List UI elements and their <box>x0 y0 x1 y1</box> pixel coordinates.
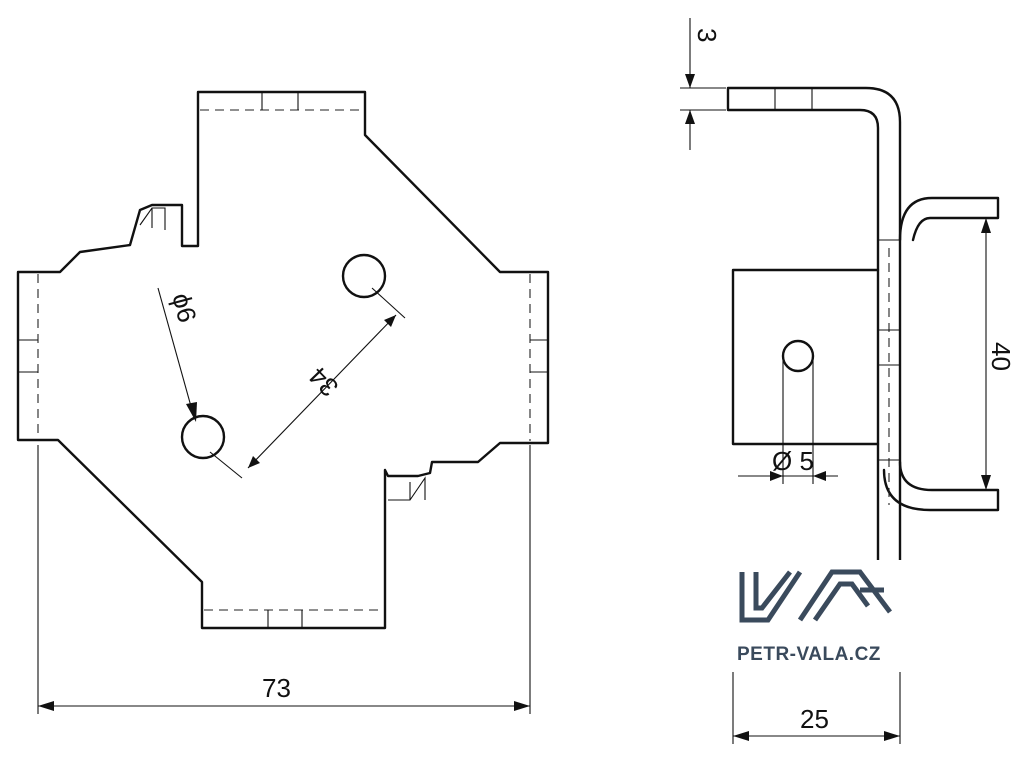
hole-diameter-leader <box>157 287 193 411</box>
side-hole-arrow-left <box>770 471 783 481</box>
overall-width-label: 73 <box>262 673 291 703</box>
side-width-label: 25 <box>800 704 829 734</box>
hole-diameter-label: ϕ6 <box>166 290 202 326</box>
width-arrow-right <box>514 701 530 711</box>
logo-website: PETR-VALA.CZ <box>737 644 881 665</box>
thickness-arrow-bottom <box>685 110 695 124</box>
hole-spacing-ext-2 <box>209 451 243 479</box>
hole-spacing-label: 34 <box>303 361 345 403</box>
right-flange-upper <box>898 196 1000 242</box>
side-width-arrow-left <box>733 731 749 741</box>
side-hole <box>781 339 815 373</box>
thickness-arrow-top <box>685 74 695 88</box>
flat-pattern-outline <box>16 90 550 630</box>
height-label: 40 <box>986 342 1016 371</box>
side-hole-arrow-right <box>813 471 826 481</box>
logo: PETR-VALA.CZ <box>728 560 918 668</box>
side-width-arrow-right <box>884 731 900 741</box>
height-arrow-bottom <box>981 475 991 490</box>
upper-arm <box>726 86 902 562</box>
side-hole-diameter-label: Ø 5 <box>772 446 814 476</box>
hole-lower-left <box>180 414 226 460</box>
width-arrow-left <box>38 701 54 711</box>
hole-upper-right <box>341 253 387 299</box>
hole-spacing-dim-line <box>247 314 397 469</box>
hole-spacing-arrow-2 <box>248 456 260 468</box>
strip-ticks <box>774 88 900 461</box>
flat-pattern-view: ϕ6 34 73 <box>16 90 550 714</box>
hole-spacing-arrow-1 <box>384 315 396 327</box>
height-arrow-top <box>981 218 991 233</box>
logo-mark <box>739 569 892 623</box>
body-plate <box>731 268 880 446</box>
upper-lug <box>139 207 166 230</box>
lower-lug <box>388 476 426 501</box>
side-view: Ø 5 3 40 25 <box>680 18 1016 744</box>
hole-spacing-ext-1 <box>371 287 406 319</box>
bend-ticks <box>18 92 548 628</box>
thickness-label: 3 <box>692 28 722 42</box>
hole-diameter-arrow <box>186 402 197 422</box>
